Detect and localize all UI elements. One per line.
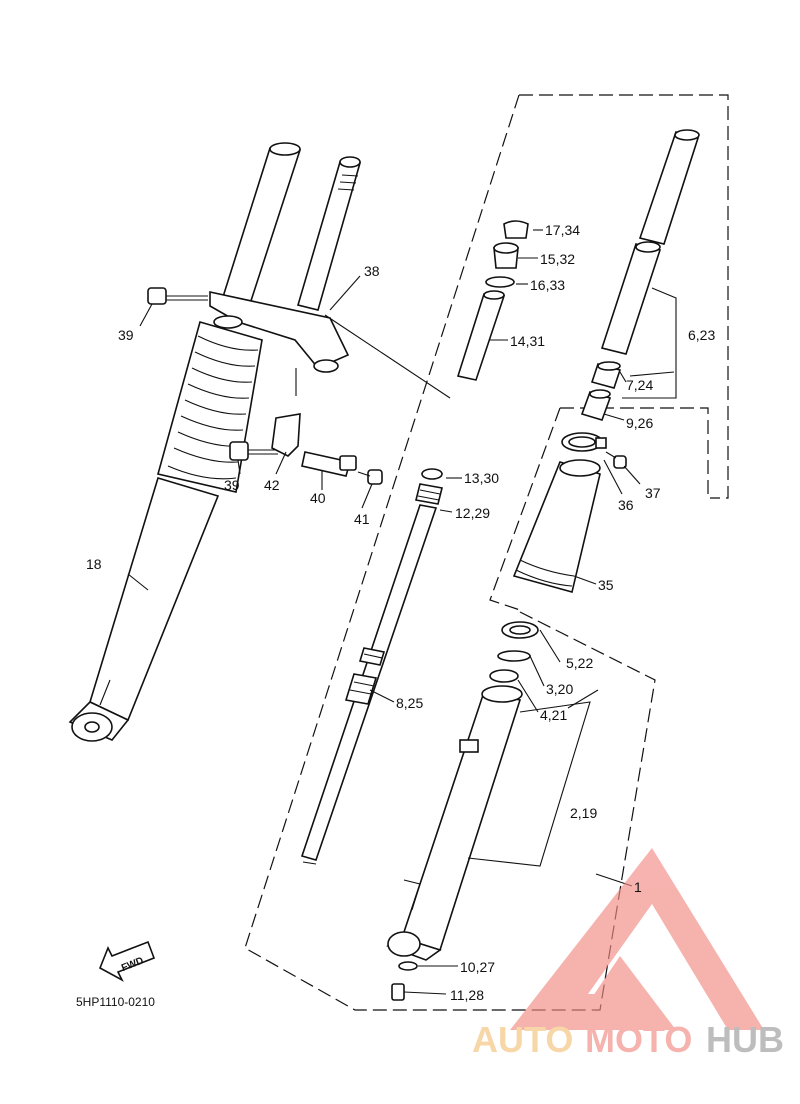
leader-lines (127, 229, 641, 995)
upper-spring (415, 483, 443, 505)
cable-clamp-parts (229, 413, 383, 485)
rebound-spring-b (344, 673, 378, 705)
callout-41: 41 (354, 511, 370, 527)
callout-16-33: 16,33 (530, 277, 565, 293)
callout-38: 38 (364, 263, 380, 279)
watermark-moto: MOTO (585, 1019, 692, 1060)
callout-11-28: 11,28 (450, 987, 484, 1003)
callout-labels: 17,34 15,32 16,33 14,31 6,23 7,24 9,26 1… (86, 222, 715, 1003)
callout-10-27: 10,27 (460, 959, 495, 975)
callout-39-top: 39 (118, 327, 134, 343)
callout-40: 40 (310, 490, 326, 506)
callout-18: 18 (86, 556, 102, 572)
drain-bolt-set (391, 961, 418, 1001)
callout-7-24: 7,24 (626, 377, 653, 393)
watermark-logo-inner (570, 956, 676, 1030)
assembled-fork (68, 142, 362, 742)
damper-rod-assembly (300, 468, 443, 865)
callout-6-23: 6,23 (688, 327, 715, 343)
forward-direction-arrow: FWD (98, 940, 156, 982)
callout-13-30: 13,30 (464, 470, 499, 486)
rebound-spring-a (358, 647, 386, 666)
watermark-logo-outer (510, 848, 764, 1030)
bellows-folds (167, 335, 259, 480)
diagram-code: 5HP1110-0210 (76, 995, 155, 1009)
callout-37: 37 (645, 485, 661, 501)
callout-5-22: 5,22 (566, 655, 593, 671)
callout-15-32: 15,32 (540, 251, 575, 267)
callout-8-25: 8,25 (396, 695, 423, 711)
inner-tube-set (580, 129, 700, 421)
callout-4-21: 4,21 (540, 707, 567, 723)
callout-12-29: 12,29 (455, 505, 490, 521)
watermark-hub: HUB (706, 1019, 784, 1060)
callout-9-26: 9,26 (626, 415, 653, 431)
callout-3-20: 3,20 (546, 681, 573, 697)
callout-42: 42 (264, 477, 280, 493)
outer-tube (386, 685, 599, 961)
callout-2-19: 2,19 (570, 805, 597, 821)
cap-bolt-set (456, 220, 529, 381)
callout-1: 1 (634, 879, 642, 895)
callout-17-34: 17,34 (545, 222, 580, 238)
callout-35: 35 (598, 577, 614, 593)
callout-39-bottom: 39 (224, 477, 240, 493)
fork-boot-set (512, 432, 627, 593)
callout-14-31: 14,31 (510, 333, 545, 349)
automotohub-watermark: AUTO MOTO HUB (472, 848, 784, 1060)
watermark-auto: AUTO (472, 1019, 573, 1060)
seal-stack (489, 621, 539, 683)
callout-36: 36 (618, 497, 634, 513)
